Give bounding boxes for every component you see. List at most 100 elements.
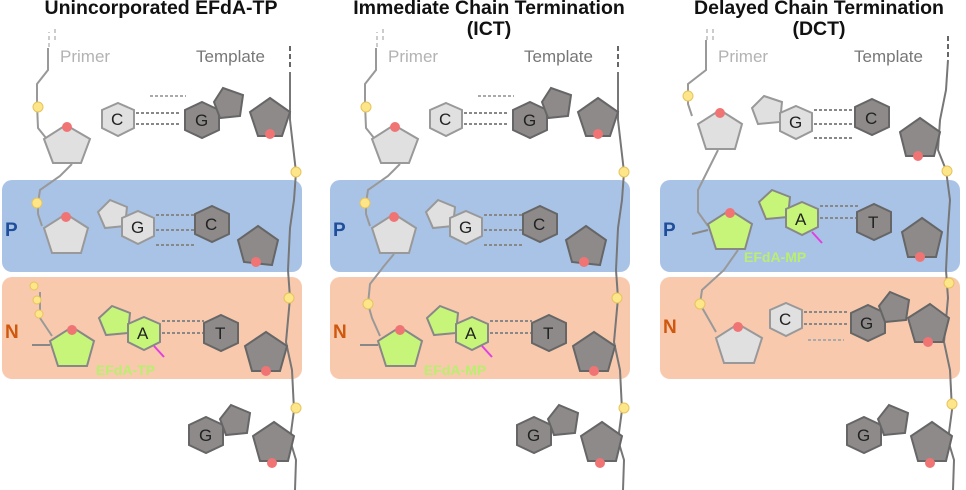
primer-base-pentagon	[424, 198, 457, 230]
efda-base-hexagon	[455, 315, 489, 352]
phosphate-bead	[611, 292, 623, 304]
phosphate-bead	[362, 298, 374, 310]
template-base-pentagon	[218, 403, 252, 437]
primer-base-hexagon	[769, 301, 803, 338]
panel-title: Unincorporated EFdA-TP	[0, 0, 322, 19]
oxygen-atom	[261, 366, 271, 376]
template-base-pentagon	[876, 403, 910, 437]
p-site-label: P	[5, 220, 18, 241]
base-letter: G	[459, 218, 472, 237]
primer-sugar	[370, 123, 420, 164]
phosphate-bead	[360, 101, 372, 113]
oxygen-atom	[733, 322, 743, 332]
efda-sugar	[376, 325, 424, 367]
primer-base-hexagon	[449, 209, 483, 246]
oxygen-atom	[579, 257, 589, 267]
oxygen-atom	[589, 366, 599, 376]
oxygen-atom	[715, 108, 725, 118]
primer-label: Primer	[718, 47, 768, 66]
phosphate-bead	[694, 298, 706, 310]
template-sugar	[909, 420, 954, 462]
base-letter: T	[215, 324, 225, 343]
oxygen-atom	[67, 325, 77, 335]
oxygen-atom	[265, 129, 275, 139]
panel-title: Delayed Chain Termination (DCT)	[658, 0, 966, 40]
primer-base-hexagon	[121, 209, 155, 246]
diagram-unincorporated: Primer Template P N C G G C	[2, 28, 302, 490]
primer-base-pentagon	[750, 94, 784, 126]
primer-end-dashes	[48, 28, 56, 47]
base-letter: G	[860, 314, 873, 333]
primer-sugar	[696, 108, 744, 150]
efda-base-pentagon	[97, 304, 132, 337]
oxygen-atom	[915, 252, 925, 262]
oxygen-atom	[267, 458, 277, 468]
primer-base-hexagon	[101, 101, 135, 138]
phosphate-bead	[618, 402, 630, 414]
base-letter: A	[465, 324, 477, 343]
phosphate-bead	[943, 277, 955, 289]
primer-sugar	[42, 212, 90, 254]
template-base-hexagon	[856, 202, 892, 242]
template-label: Template	[854, 47, 923, 66]
base-letter: C	[111, 110, 123, 129]
oxygen-atom	[595, 458, 605, 468]
fluoro-group	[811, 231, 823, 244]
phosphate-bead	[31, 197, 43, 209]
oxygen-atom	[593, 129, 603, 139]
template-base-pentagon	[546, 403, 580, 437]
oxygen-atom	[251, 257, 261, 267]
base-letter: A	[795, 210, 807, 229]
phosphate-bead	[682, 90, 694, 102]
efda-label: EFdA-MP	[424, 362, 486, 378]
phosphate-bead	[290, 402, 302, 414]
oxygen-atom	[923, 337, 933, 347]
template-base-pentagon	[212, 86, 245, 120]
n-site-label: N	[5, 322, 19, 343]
oxygen-atom	[725, 208, 735, 218]
title-line-2: (ICT)	[466, 18, 512, 40]
template-base-hexagon	[854, 97, 890, 137]
efda-sugar	[48, 325, 96, 367]
n-site-label: N	[663, 317, 677, 338]
primer-base-hexagon	[429, 101, 463, 138]
base-letter: G	[857, 426, 870, 445]
base-letter: T	[543, 324, 553, 343]
primer-backbone	[364, 48, 401, 337]
efda-sugar	[706, 208, 754, 250]
phosphate-bead	[283, 292, 295, 304]
base-letter: G	[199, 426, 212, 445]
oxygen-atom	[62, 122, 72, 132]
primer-base-hexagon	[779, 104, 813, 141]
phosphate-bead	[29, 281, 39, 291]
base-letter: C	[533, 215, 545, 234]
panel-title: Immediate Chain Termination (ICT)	[328, 0, 650, 40]
template-label: Template	[196, 47, 265, 66]
base-letter: C	[439, 110, 451, 129]
phosphate-bead	[618, 166, 630, 178]
template-backbone	[936, 59, 956, 490]
fluoro-group	[481, 345, 493, 358]
template-sugar	[898, 116, 942, 157]
base-letter: C	[205, 215, 217, 234]
primer-sugar	[42, 123, 92, 164]
phosphate-bead	[32, 295, 42, 305]
phosphate-bead	[32, 101, 44, 113]
n-site-label: N	[333, 322, 347, 343]
primer-sugar	[370, 212, 418, 254]
primer-sugar	[714, 322, 764, 364]
base-letter: G	[195, 111, 208, 130]
title-line-2: (DCT)	[792, 18, 846, 40]
fluoro-group	[153, 345, 165, 358]
template-base-pentagon	[877, 290, 911, 324]
diagram-dct: Primer Template P N G C A T	[660, 28, 960, 490]
base-letter: C	[865, 109, 877, 128]
template-base-hexagon	[194, 204, 230, 244]
template-label: Template	[524, 47, 593, 66]
efda-label: EFdA-MP	[744, 249, 806, 265]
oxygen-atom	[61, 212, 71, 222]
panel-ict: Primer Template P N C G G C	[328, 0, 650, 490]
phosphate-bead	[34, 309, 44, 319]
title-line-1: Immediate Chain Termination	[353, 0, 625, 19]
base-letter: A	[137, 324, 149, 343]
